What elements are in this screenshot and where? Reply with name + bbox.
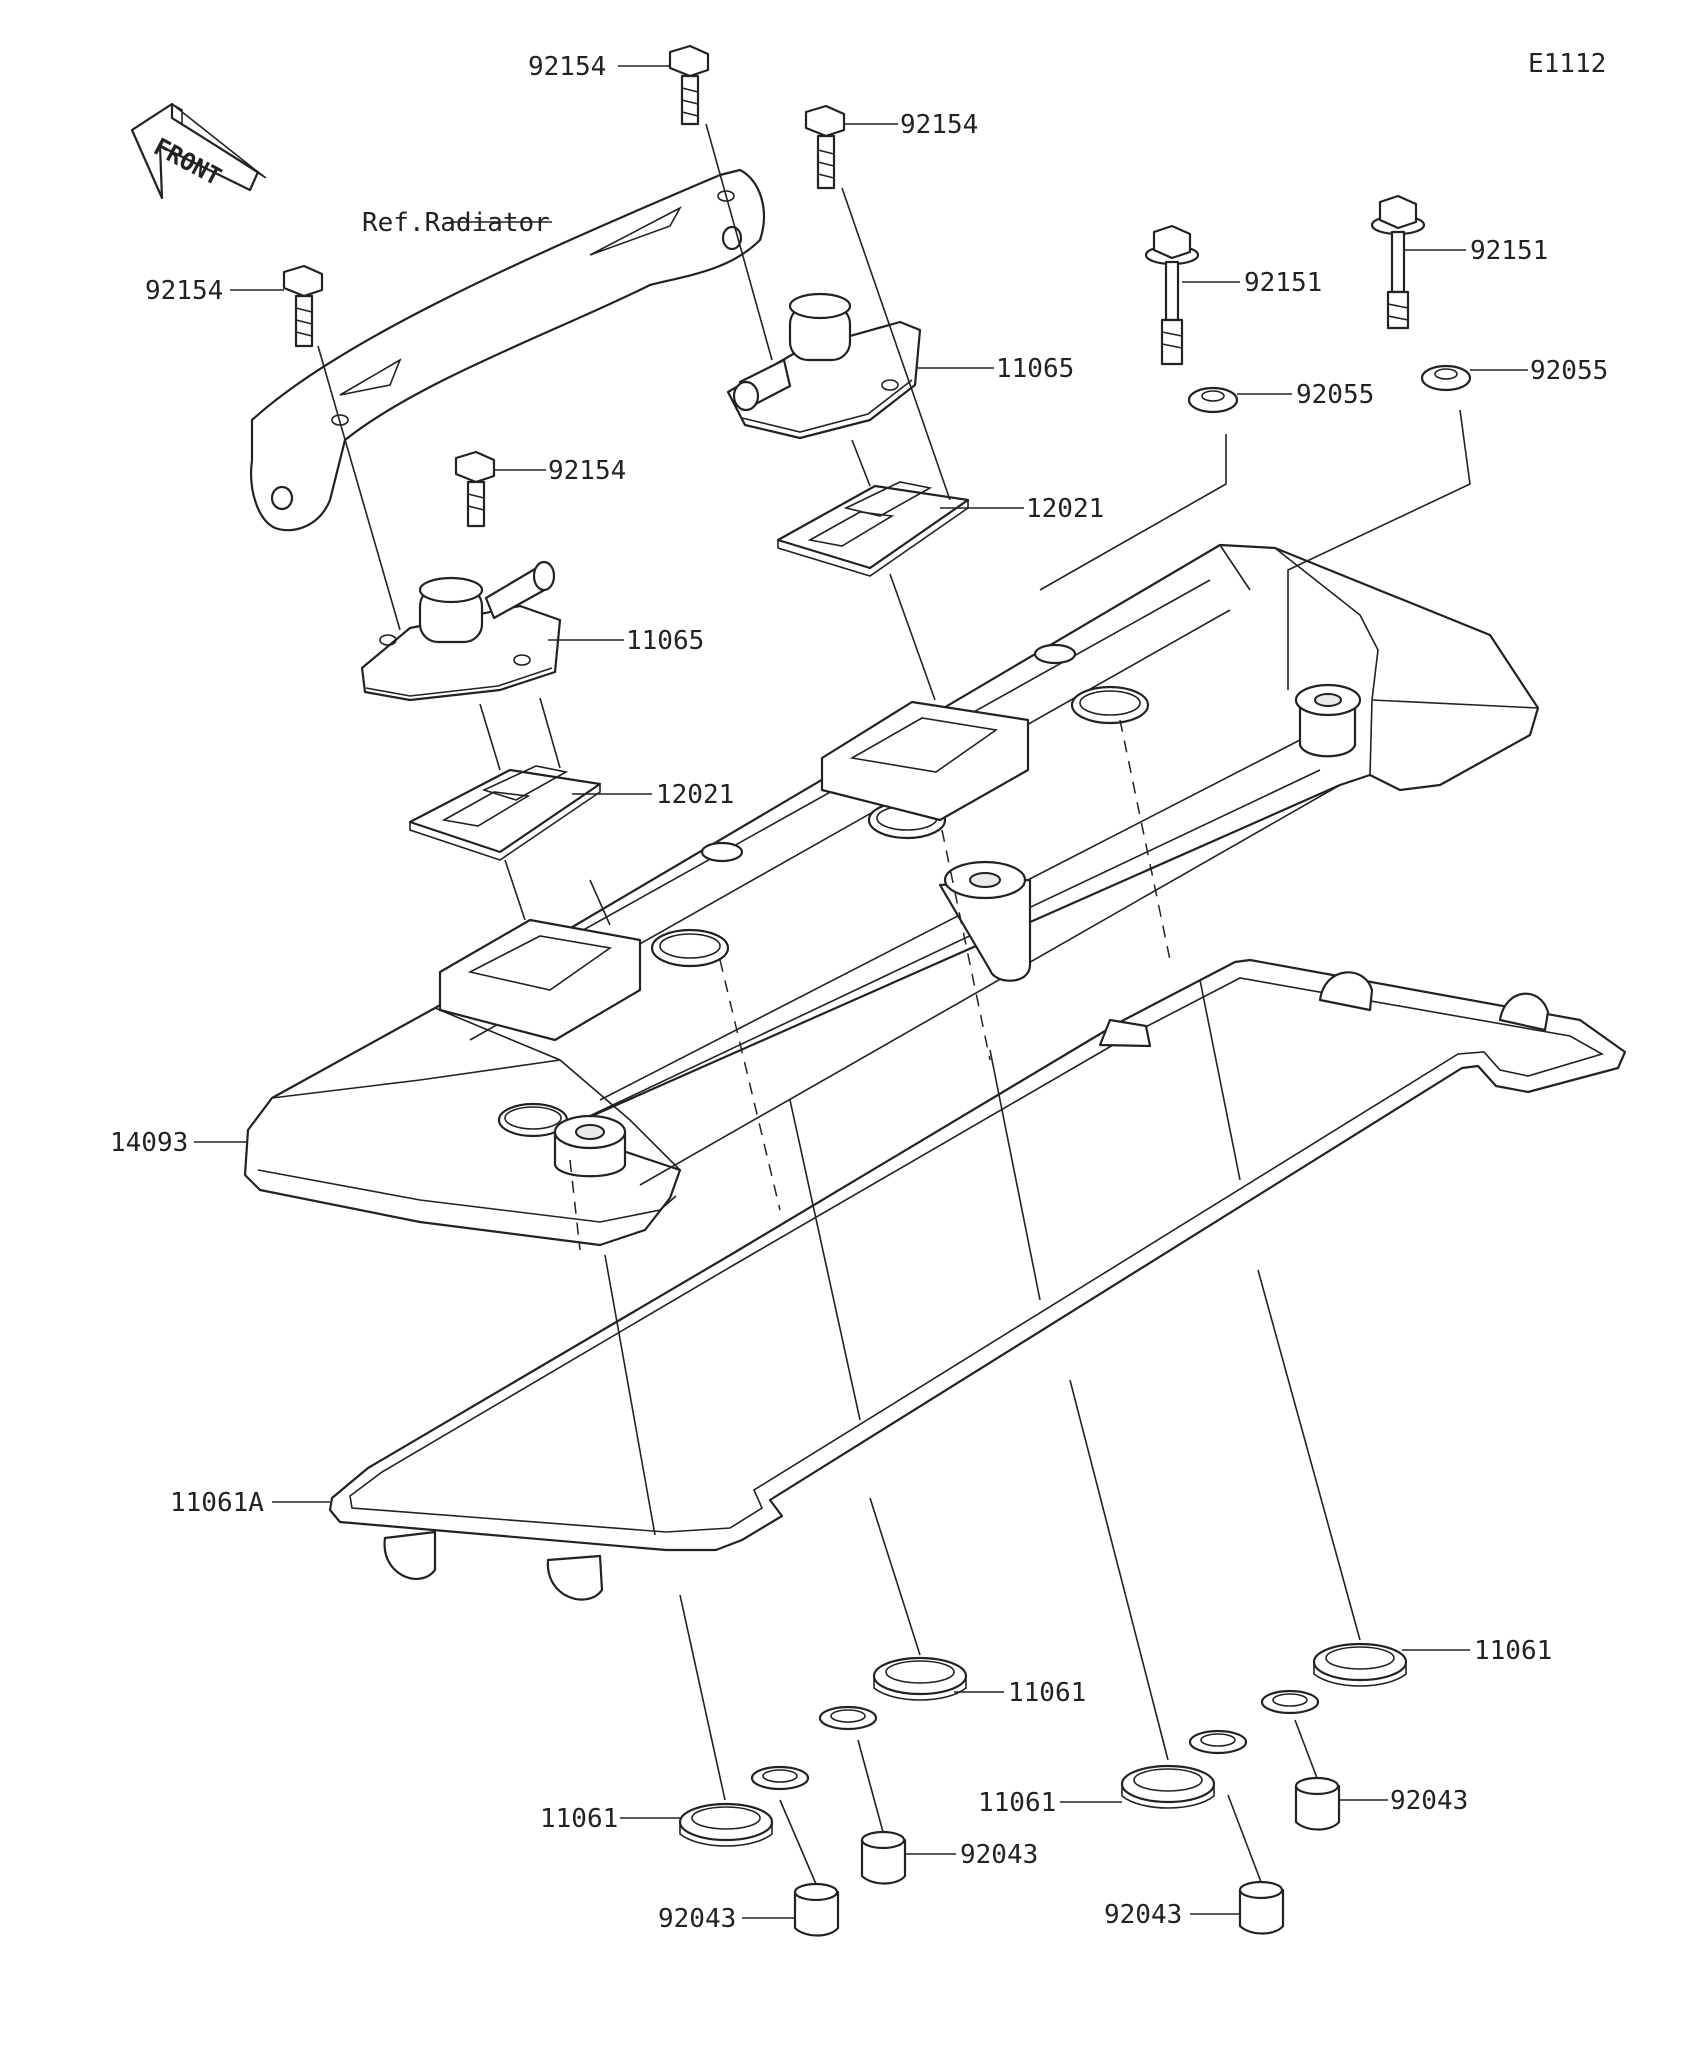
callout-92055-a: 92055 <box>1296 380 1374 410</box>
callout-12021-lower: 12021 <box>656 780 734 810</box>
ref-radiator-label: Ref.Radiator <box>362 208 550 238</box>
callout-11061-3: 11061 <box>978 1788 1056 1818</box>
diagram-code: E1112 <box>1528 49 1606 79</box>
callout-14093: 14093 <box>110 1128 188 1158</box>
breather-cover-lower <box>360 560 562 702</box>
front-arrow-icon: FRONT <box>130 102 267 200</box>
bolt-92151-b <box>1370 194 1426 330</box>
callout-92043-1: 92043 <box>658 1904 736 1934</box>
callout-11061-1: 11061 <box>540 1804 618 1834</box>
callout-12021-upper: 12021 <box>1026 494 1104 524</box>
plug-gasket-2 <box>818 1656 968 1731</box>
callout-92055-b: 92055 <box>1530 356 1608 386</box>
collar-2 <box>860 1830 907 1885</box>
plug-gasket-3 <box>1120 1729 1248 1809</box>
callout-92151-a: 92151 <box>1244 268 1322 298</box>
callout-11061A: 11061A <box>170 1488 264 1518</box>
grommet-92055-b <box>1420 364 1472 392</box>
reed-plate-lower <box>408 765 602 861</box>
collar-1 <box>793 1882 840 1937</box>
callout-92043-3: 92043 <box>1104 1900 1182 1930</box>
callout-92043-4: 92043 <box>1390 1786 1468 1816</box>
reed-plate-upper <box>776 481 970 577</box>
callout-92154-top-center: 92154 <box>528 52 606 82</box>
bolt-92154-mid <box>454 450 496 528</box>
plug-gasket-4 <box>1260 1642 1408 1715</box>
callout-92151-b: 92151 <box>1470 236 1548 266</box>
plug-gasket-1 <box>678 1765 810 1847</box>
breather-cover-upper <box>726 292 922 440</box>
bolt-92154-top-center <box>668 44 710 126</box>
callout-11065-lower: 11065 <box>626 626 704 656</box>
bolt-92151-a <box>1144 224 1200 366</box>
callout-92154-top-right: 92154 <box>900 110 978 140</box>
bolt-92154-left <box>282 264 324 348</box>
callout-92043-2: 92043 <box>960 1840 1038 1870</box>
bolt-92154-top-right <box>804 104 846 190</box>
grommet-92055-a <box>1187 386 1239 414</box>
cover-gasket <box>328 958 1627 1601</box>
callout-92154-left: 92154 <box>145 276 223 306</box>
callout-11061-2: 11061 <box>1008 1678 1086 1708</box>
collar-4 <box>1294 1776 1341 1831</box>
alignment-lines <box>317 123 1471 1885</box>
leader-lines <box>194 65 1528 1919</box>
callout-11061-4: 11061 <box>1474 1636 1552 1666</box>
callout-92154-mid: 92154 <box>548 456 626 486</box>
callout-11065-upper: 11065 <box>996 354 1074 384</box>
collar-3 <box>1238 1880 1285 1935</box>
head-cover <box>243 543 1540 1247</box>
